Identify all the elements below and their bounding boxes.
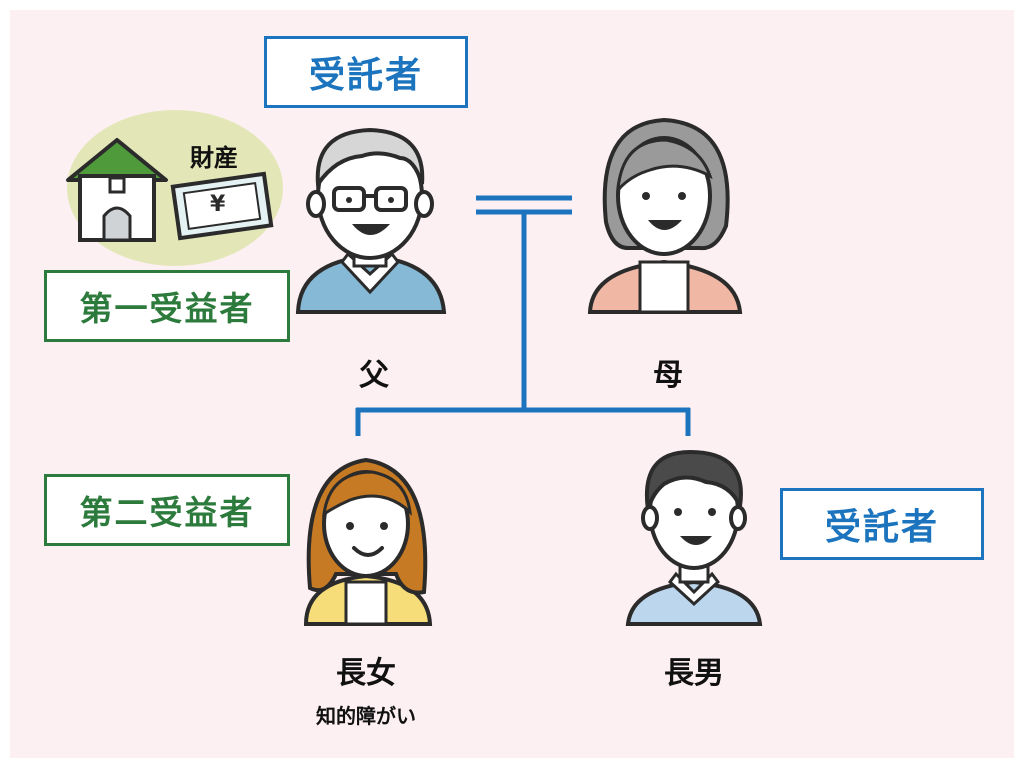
daughter-name: 長女 — [336, 656, 396, 691]
yen-symbol: ¥ — [210, 192, 226, 217]
banknote-icon — [170, 171, 274, 241]
father-illustration — [295, 127, 447, 314]
son-name: 長男 — [664, 656, 724, 691]
trustee-label-right: 受託者 — [780, 488, 984, 560]
father-name: 父 — [359, 358, 389, 393]
trustee-label-top: 受託者 — [264, 36, 468, 108]
house-icon — [66, 138, 168, 242]
first-beneficiary-label: 第一受益者 — [44, 270, 290, 342]
son-illustration — [625, 449, 763, 626]
property-label: 財産 — [190, 144, 238, 172]
daughter-illustration — [303, 457, 433, 626]
mother-name: 母 — [653, 358, 683, 393]
mother-illustration — [587, 117, 743, 314]
daughter-note: 知的障がい — [316, 704, 416, 728]
second-beneficiary-label: 第二受益者 — [44, 474, 290, 546]
